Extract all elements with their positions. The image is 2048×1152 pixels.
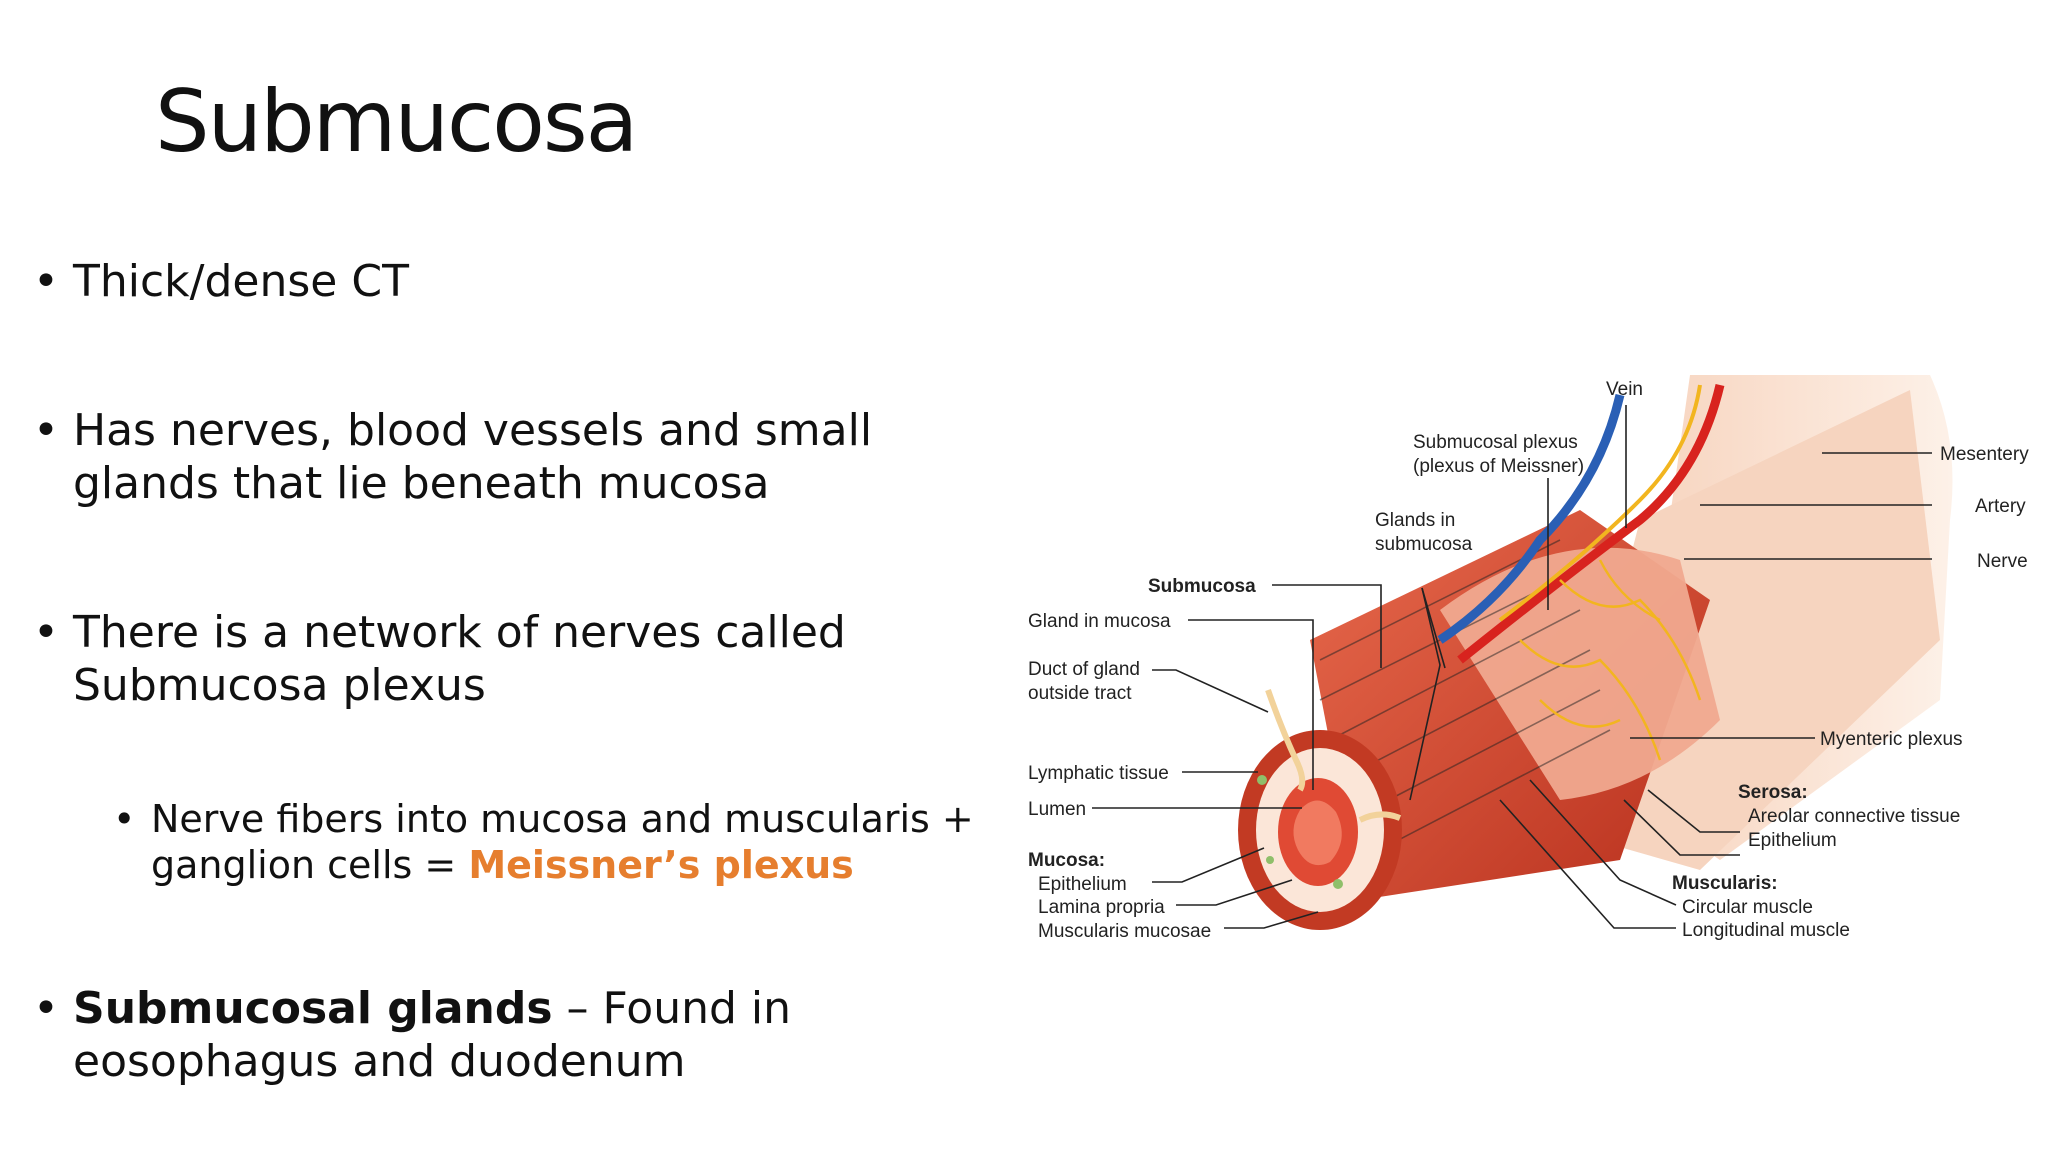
gland-duct <box>1265 689 1306 792</box>
leader-line <box>1647 789 1740 833</box>
bullet-item: • There is a network of nerves called Su… <box>33 606 846 712</box>
leader-line <box>1421 587 1446 669</box>
label-mucosa: Mucosa: <box>1028 850 1105 871</box>
bullet-item: • Has nerves, blood vessels and small gl… <box>33 404 873 510</box>
nerve-fiber <box>1498 384 1702 622</box>
lumen-shape <box>1293 800 1342 866</box>
label-lymphatic-tissue: Lymphatic tissue <box>1028 763 1169 784</box>
bullet-text: ganglion cells = Meissner’s plexus <box>151 842 974 888</box>
leader-line <box>1152 669 1269 713</box>
label-duct-of-gland: outside tract <box>1028 683 1132 704</box>
bullet-text: Submucosa plexus <box>73 660 486 711</box>
label-muscularis: Muscularis: <box>1672 873 1778 894</box>
bullet-text: Thick/dense CT <box>73 256 409 307</box>
lymphatic-nodule <box>1257 775 1267 785</box>
bold-term: Submucosal glands <box>73 983 553 1034</box>
label-duct-of-gland: Duct of gland <box>1028 659 1140 680</box>
leader-line <box>1272 584 1382 668</box>
bullet-text-prefix: ganglion cells = <box>151 843 469 887</box>
leader-line <box>1224 911 1319 929</box>
leader-line <box>1499 799 1676 929</box>
artery-vessel <box>1457 383 1725 664</box>
leader-line <box>1176 879 1293 906</box>
label-areolar-connective-tissue: Areolar connective tissue <box>1748 806 1960 827</box>
vein-vessel <box>1437 393 1625 644</box>
label-glands-in-submucosa: submucosa <box>1375 534 1473 555</box>
sub-bullet-item: • Nerve fibers into mucosa and musculari… <box>113 796 974 888</box>
bullet-marker: • <box>113 797 136 841</box>
bullet-text: glands that lie beneath mucosa <box>73 458 770 509</box>
lymphatic-nodule <box>1266 856 1274 864</box>
label-submucosa: Submucosa <box>1148 576 1256 597</box>
label-muscularis-mucosae: Muscularis mucosae <box>1038 921 1211 942</box>
label-mucosa-epithelium: Epithelium <box>1038 874 1127 895</box>
label-glands-in-submucosa: Glands in <box>1375 510 1455 531</box>
bullet-marker: • <box>33 256 59 307</box>
label-serosa: Serosa: <box>1738 782 1808 803</box>
gi-tract-diagram: Vein Submucosal plexus (plexus of Meissn… <box>1028 375 2029 942</box>
leader-line <box>1623 799 1740 856</box>
slide-title: Submucosa <box>155 72 638 172</box>
label-submucosal-plexus: (plexus of Meissner) <box>1413 456 1584 477</box>
label-lumen: Lumen <box>1028 799 1086 820</box>
bullet-list: • Thick/dense CT • Has nerves, blood ves… <box>0 0 1000 1152</box>
label-circular-muscle: Circular muscle <box>1682 897 1813 918</box>
bullet-marker: • <box>33 607 59 658</box>
bullet-item: • Submucosal glands – Found in eosophagu… <box>33 982 791 1088</box>
label-myenteric-plexus: Myenteric plexus <box>1820 729 1963 750</box>
label-serosa-epithelium: Epithelium <box>1748 830 1837 851</box>
submucosal-gland <box>1358 811 1402 823</box>
label-gland-in-mucosa: Gland in mucosa <box>1028 611 1171 632</box>
leader-line <box>1152 847 1265 883</box>
bullet-text: Submucosal glands – Found in <box>73 982 791 1035</box>
bullet-item: • Thick/dense CT <box>33 255 409 308</box>
highlight-meissners-plexus: Meissner’s plexus <box>468 843 854 887</box>
label-lamina-propria: Lamina propria <box>1038 897 1165 918</box>
bullet-text: Nerve fibers into mucosa and muscularis … <box>151 797 974 841</box>
label-submucosal-plexus: Submucosal plexus <box>1413 432 1578 453</box>
label-artery: Artery <box>1975 496 2026 517</box>
bullet-text: Has nerves, blood vessels and small <box>73 405 873 456</box>
bullet-marker: • <box>33 405 59 456</box>
leader-line <box>1188 619 1314 790</box>
label-nerve: Nerve <box>1977 551 2028 572</box>
leader-line <box>1529 779 1677 906</box>
label-longitudinal-muscle: Longitudinal muscle <box>1682 920 1850 941</box>
bullet-text: There is a network of nerves called <box>73 607 846 658</box>
label-vein: Vein <box>1606 379 1643 400</box>
label-mesentery: Mesentery <box>1940 444 2029 465</box>
bullet-text: eosophagus and duodenum <box>73 1036 686 1087</box>
bullet-text-rest: – Found in <box>552 983 791 1034</box>
myenteric-plexus-network <box>1519 559 1702 761</box>
lymphatic-nodule <box>1333 879 1343 889</box>
leader-line <box>1409 587 1441 801</box>
bullet-marker: • <box>33 983 59 1034</box>
